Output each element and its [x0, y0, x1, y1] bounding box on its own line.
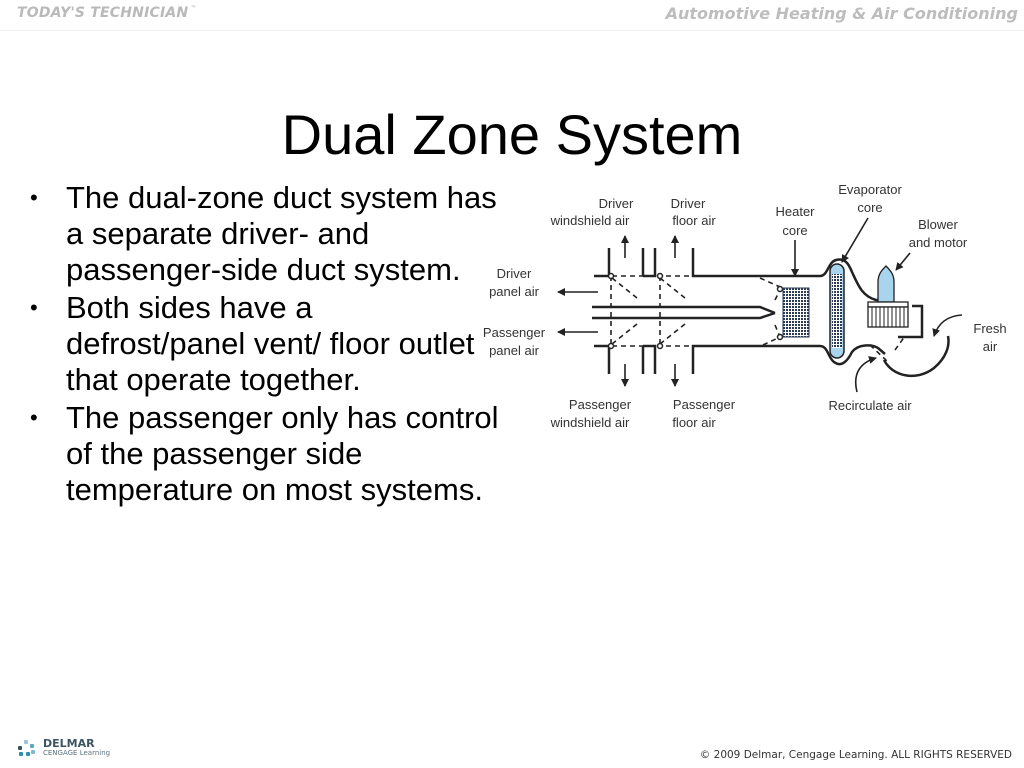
svg-text:panel air: panel air — [489, 343, 540, 358]
header-subject-right: Automotive Heating & Air Conditioning — [665, 4, 1018, 23]
bullet-item: • The dual-zone duct system has a separat… — [30, 180, 500, 288]
svg-text:Evaporator: Evaporator — [838, 182, 902, 197]
svg-text:Fresh: Fresh — [973, 321, 1006, 336]
bullet-list: • The dual-zone duct system has a separat… — [30, 180, 500, 510]
svg-text:Blower: Blower — [918, 217, 958, 232]
svg-text:air: air — [983, 339, 998, 354]
recirculate-arrow — [855, 356, 877, 393]
blower-pointer — [895, 252, 911, 271]
svg-text:Passenger: Passenger — [483, 325, 546, 340]
door-pivots — [607, 272, 784, 350]
svg-text:Driver: Driver — [497, 266, 532, 281]
fresh-air-arrow — [932, 314, 963, 337]
svg-text:floor air: floor air — [672, 415, 716, 430]
evaporator-core — [829, 263, 845, 359]
blower-motor — [867, 265, 909, 328]
svg-text:core: core — [857, 200, 882, 215]
dual-zone-duct-diagram: Driver windshield air Driver floor air H… — [483, 182, 1007, 430]
svg-text:and motor: and motor — [909, 235, 968, 250]
svg-text:windshield air: windshield air — [550, 415, 630, 430]
slide-title: Dual Zone System — [281, 102, 743, 166]
svg-text:core: core — [782, 223, 807, 238]
svg-text:floor air: floor air — [672, 213, 716, 228]
svg-text:Driver: Driver — [671, 196, 706, 211]
logo-subtitle: CENGAGE Learning — [43, 749, 111, 757]
bullet-dot-icon: • — [30, 405, 38, 430]
heater-core — [782, 287, 810, 338]
svg-text:Driver: Driver — [599, 196, 634, 211]
bullet-text: The passenger only has control of the pa… — [66, 400, 499, 507]
header-divider — [0, 30, 1024, 31]
svg-text:Recirculate air: Recirculate air — [828, 398, 912, 413]
bullet-item: • The passenger only has control of the p… — [30, 400, 500, 508]
bullet-dot-icon: • — [30, 295, 38, 320]
trademark-mark: ™ — [190, 5, 197, 12]
copyright-notice: © 2009 Delmar, Cengage Learning. ALL RIG… — [699, 749, 1012, 761]
brand-text: TODAY'S TECHNICIAN — [17, 5, 189, 21]
evaporator-pointer — [841, 217, 869, 263]
bullet-dot-icon: • — [30, 185, 38, 210]
bullet-text: The dual-zone duct system has a separate… — [66, 180, 497, 287]
svg-text:Heater: Heater — [775, 204, 815, 219]
publisher-logo: DELMAR CENGAGE Learning — [16, 738, 110, 758]
airflow-arrows — [557, 217, 963, 393]
svg-text:windshield air: windshield air — [550, 213, 630, 228]
diagram-labels: Driver windshield air Driver floor air H… — [483, 182, 1007, 430]
mode-doors — [610, 275, 906, 363]
logo-name: DELMAR — [43, 737, 95, 750]
bullet-text: Both sides have a defrost/panel vent/ fl… — [66, 290, 475, 397]
svg-text:Passenger: Passenger — [569, 397, 632, 412]
svg-text:panel air: panel air — [489, 284, 540, 299]
bullet-item: • Both sides have a defrost/panel vent/ f… — [30, 290, 500, 398]
svg-text:Passenger: Passenger — [673, 397, 736, 412]
delmar-logo-icon — [16, 738, 38, 758]
